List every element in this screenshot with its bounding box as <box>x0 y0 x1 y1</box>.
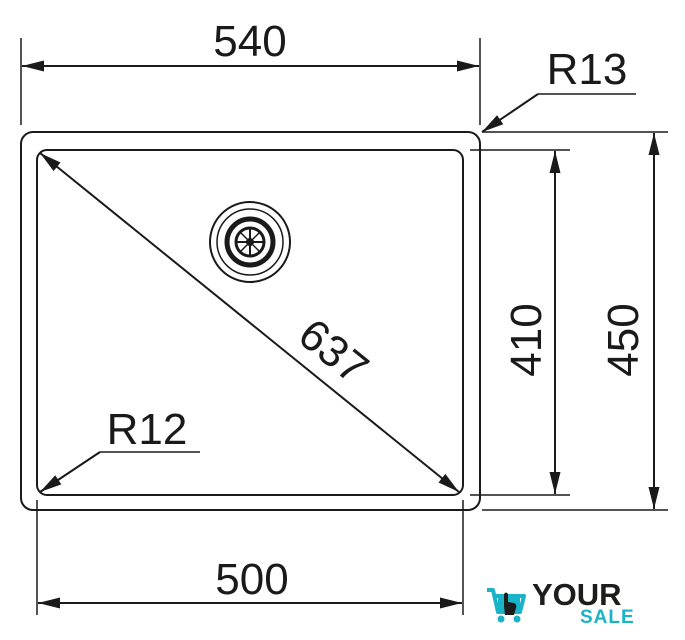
dimension-outer-radius: R13 <box>481 45 636 133</box>
label-outer-radius: R13 <box>547 45 628 94</box>
label-diagonal: 637 <box>289 309 377 393</box>
label-outer-height: 450 <box>599 303 648 376</box>
sink-bowl-outline <box>36 149 464 496</box>
dimension-inner-width: 500 <box>36 500 464 615</box>
logo-word-your: YOUR <box>532 577 622 612</box>
sink-outer-outline <box>20 131 481 511</box>
cart-hand-icon <box>487 588 526 623</box>
dimension-inner-height: 410 <box>470 149 570 496</box>
drain-icon <box>209 201 291 283</box>
label-outer-width: 540 <box>213 17 286 66</box>
dimension-outer-width: 540 <box>20 17 481 125</box>
label-inner-height: 410 <box>502 303 551 376</box>
dimension-outer-height: 450 <box>482 131 668 511</box>
yoursale-logo: YOUR SALE <box>484 578 634 630</box>
dimension-inner-radius: R12 <box>39 405 200 493</box>
label-inner-width: 500 <box>215 555 288 604</box>
logo-word-sale: SALE <box>580 607 635 628</box>
dimension-diagonal: 637 <box>39 152 460 493</box>
label-inner-radius: R12 <box>107 405 188 454</box>
